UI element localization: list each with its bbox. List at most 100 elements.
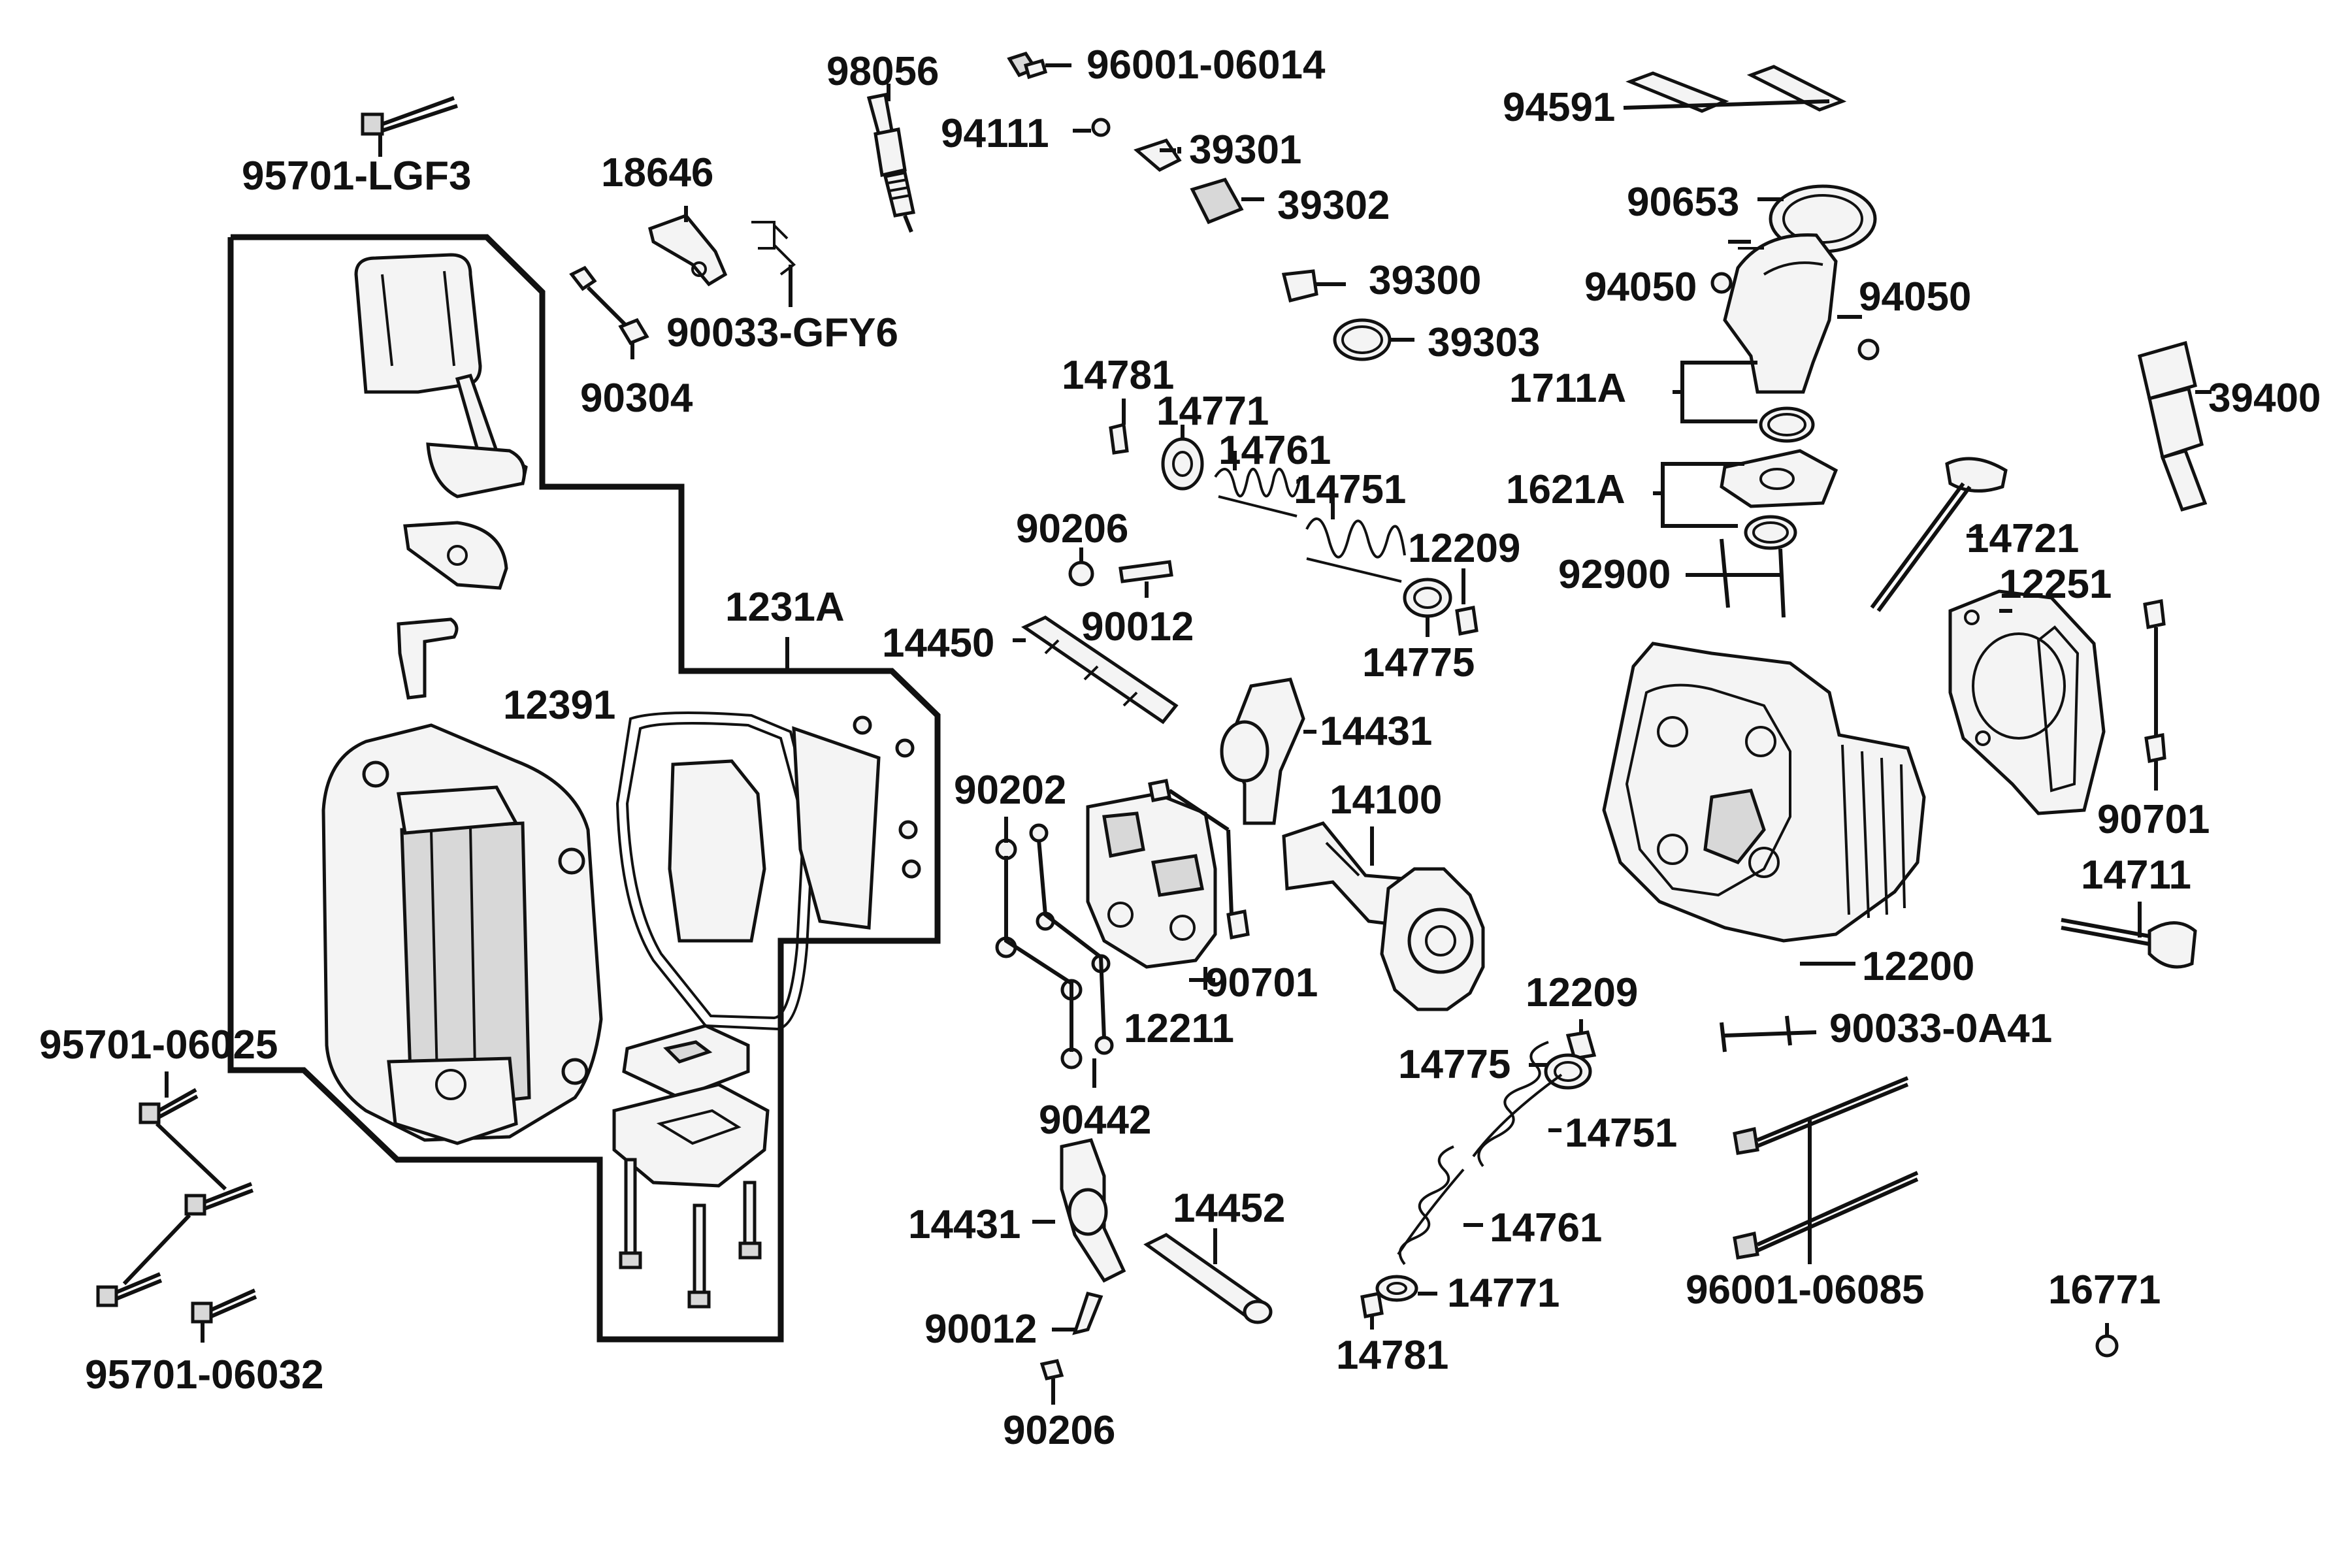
label-95701-LGF3: 95701-LGF3 <box>242 154 472 199</box>
label-39302: 39302 <box>1277 183 1390 228</box>
sensor-39400 <box>2138 340 2212 512</box>
intake-manifold-1711A <box>1710 233 1880 443</box>
adjuster-90012-top <box>1119 560 1173 598</box>
breather-flange <box>426 442 526 498</box>
cover-mount-bracket <box>612 1083 770 1188</box>
gasket-1621A <box>1653 449 1838 550</box>
bolt-95701-06032 <box>191 1288 257 1343</box>
label-14711: 14711 <box>2081 853 2191 898</box>
nut-90206-top <box>1068 547 1094 587</box>
label-90701-center: 90701 <box>1205 960 1318 1005</box>
label-14431-bottom: 14431 <box>908 1202 1021 1247</box>
label-14761-bottom: 14761 <box>1490 1205 1602 1250</box>
label-98056: 98056 <box>826 49 939 94</box>
spring-14751-top <box>1305 503 1406 583</box>
label-90033-0A41: 90033-0A41 <box>1829 1006 2052 1051</box>
label-1711A: 1711A <box>1509 366 1626 411</box>
label-14761-top: 14761 <box>1218 428 1331 473</box>
label-90033-GFY6: 90033-GFY6 <box>666 310 898 355</box>
retainer-14771 <box>1161 425 1204 491</box>
spring-14751-bottom <box>1472 1041 1563 1168</box>
label-12209-top: 12209 <box>1408 526 1520 571</box>
retainer-14771-bottom <box>1375 1275 1437 1302</box>
cotters-14781 <box>1109 399 1129 455</box>
label-90701-right: 90701 <box>2097 797 2210 842</box>
studs-92900 <box>1686 538 1786 618</box>
cover-mount-rubber <box>622 1024 750 1100</box>
valve-14721 <box>1870 457 2008 612</box>
head-cover-gasket <box>615 711 815 1031</box>
label-39301: 39301 <box>1189 127 1301 172</box>
shaft-14452 <box>1143 1228 1273 1324</box>
label-12200: 12200 <box>1862 944 1974 989</box>
cylinder-head-cover-assembly-outline <box>227 234 941 1343</box>
label-14452: 14452 <box>1173 1186 1285 1231</box>
breather-gasket <box>403 521 508 590</box>
label-39303: 39303 <box>1428 320 1540 365</box>
leaders-1711A <box>1673 361 1757 423</box>
label-12251: 12251 <box>1999 562 2112 607</box>
label-1231A: 1231A <box>725 585 845 630</box>
label-14751-bottom: 14751 <box>1565 1111 1677 1156</box>
label-1621A: 1621A <box>1506 467 1625 512</box>
label-90012-top: 90012 <box>1081 604 1194 649</box>
spring-14761-top <box>1214 451 1301 517</box>
spark-plug-98056 <box>866 84 915 233</box>
breather-pipe <box>354 253 528 485</box>
cam-holder-12211 <box>1086 779 1250 990</box>
label-39300: 39300 <box>1369 258 1481 303</box>
label-94591: 94591 <box>1503 85 1615 130</box>
seal-39303 <box>1333 318 1414 361</box>
cover-bolts <box>853 715 921 879</box>
label-14721: 14721 <box>1967 516 2079 561</box>
part-39302 <box>1190 178 1264 225</box>
label-12211: 12211 <box>1124 1006 1234 1051</box>
label-92900: 92900 <box>1558 552 1671 597</box>
label-14781-top: 14781 <box>1062 353 1174 398</box>
label-94111: 94111 <box>941 111 1049 156</box>
label-95701-06025: 95701-06025 <box>39 1022 278 1068</box>
label-12209-bottom: 12209 <box>1526 970 1638 1015</box>
bolts-96001-06085 <box>1733 1076 1919 1264</box>
cotters-14781-bottom <box>1360 1292 1384 1330</box>
seat-12209-top <box>1403 568 1478 637</box>
adjuster-90012-bottom <box>1052 1292 1103 1335</box>
label-90653: 90653 <box>1627 180 1739 225</box>
washers-90202-90442 <box>995 817 1114 1088</box>
seat-12209-bottom <box>1529 1019 1597 1090</box>
rocker-arm-14431-top <box>1220 678 1316 825</box>
head-gasket-12251 <box>1948 589 2106 815</box>
breather-elbow <box>397 617 459 700</box>
studs-90033-0A41 <box>1720 1015 1817 1053</box>
label-94050-left: 94050 <box>1584 265 1697 310</box>
label-14100: 14100 <box>1330 777 1442 823</box>
label-16771: 16771 <box>2048 1267 2161 1313</box>
label-90012-bottom: 90012 <box>924 1307 1037 1352</box>
label-39400: 39400 <box>2208 376 2321 421</box>
mount-bolts <box>619 1158 762 1309</box>
shaft-14450 <box>1013 615 1179 725</box>
bolts-90304 <box>569 265 649 359</box>
label-12391: 12391 <box>503 683 615 728</box>
label-14431-top: 14431 <box>1320 709 1432 754</box>
label-96001-06014: 96001-06014 <box>1086 42 1326 88</box>
nut-90206-bottom <box>1039 1359 1064 1405</box>
cylinder-head-12200 <box>1602 642 1926 966</box>
label-95701-06032: 95701-06032 <box>85 1352 323 1397</box>
clips-94591 <box>1623 65 1847 113</box>
spring-14761-bottom <box>1397 1145 1483 1266</box>
gasket-18646 <box>648 206 728 287</box>
part-39301 <box>1134 139 1182 172</box>
studs-90033-GFY6 <box>751 221 796 307</box>
label-14771-top: 14771 <box>1156 389 1269 434</box>
label-14450: 14450 <box>882 621 994 666</box>
label-90442: 90442 <box>1039 1098 1151 1143</box>
camshaft-14100 <box>1282 821 1485 1011</box>
valve-14711 <box>2061 902 2197 969</box>
label-14775-bottom: 14775 <box>1398 1042 1511 1087</box>
label-90202: 90202 <box>954 768 1066 813</box>
nut-94111 <box>1073 118 1111 137</box>
bolt-96001-06014 <box>1007 52 1071 80</box>
